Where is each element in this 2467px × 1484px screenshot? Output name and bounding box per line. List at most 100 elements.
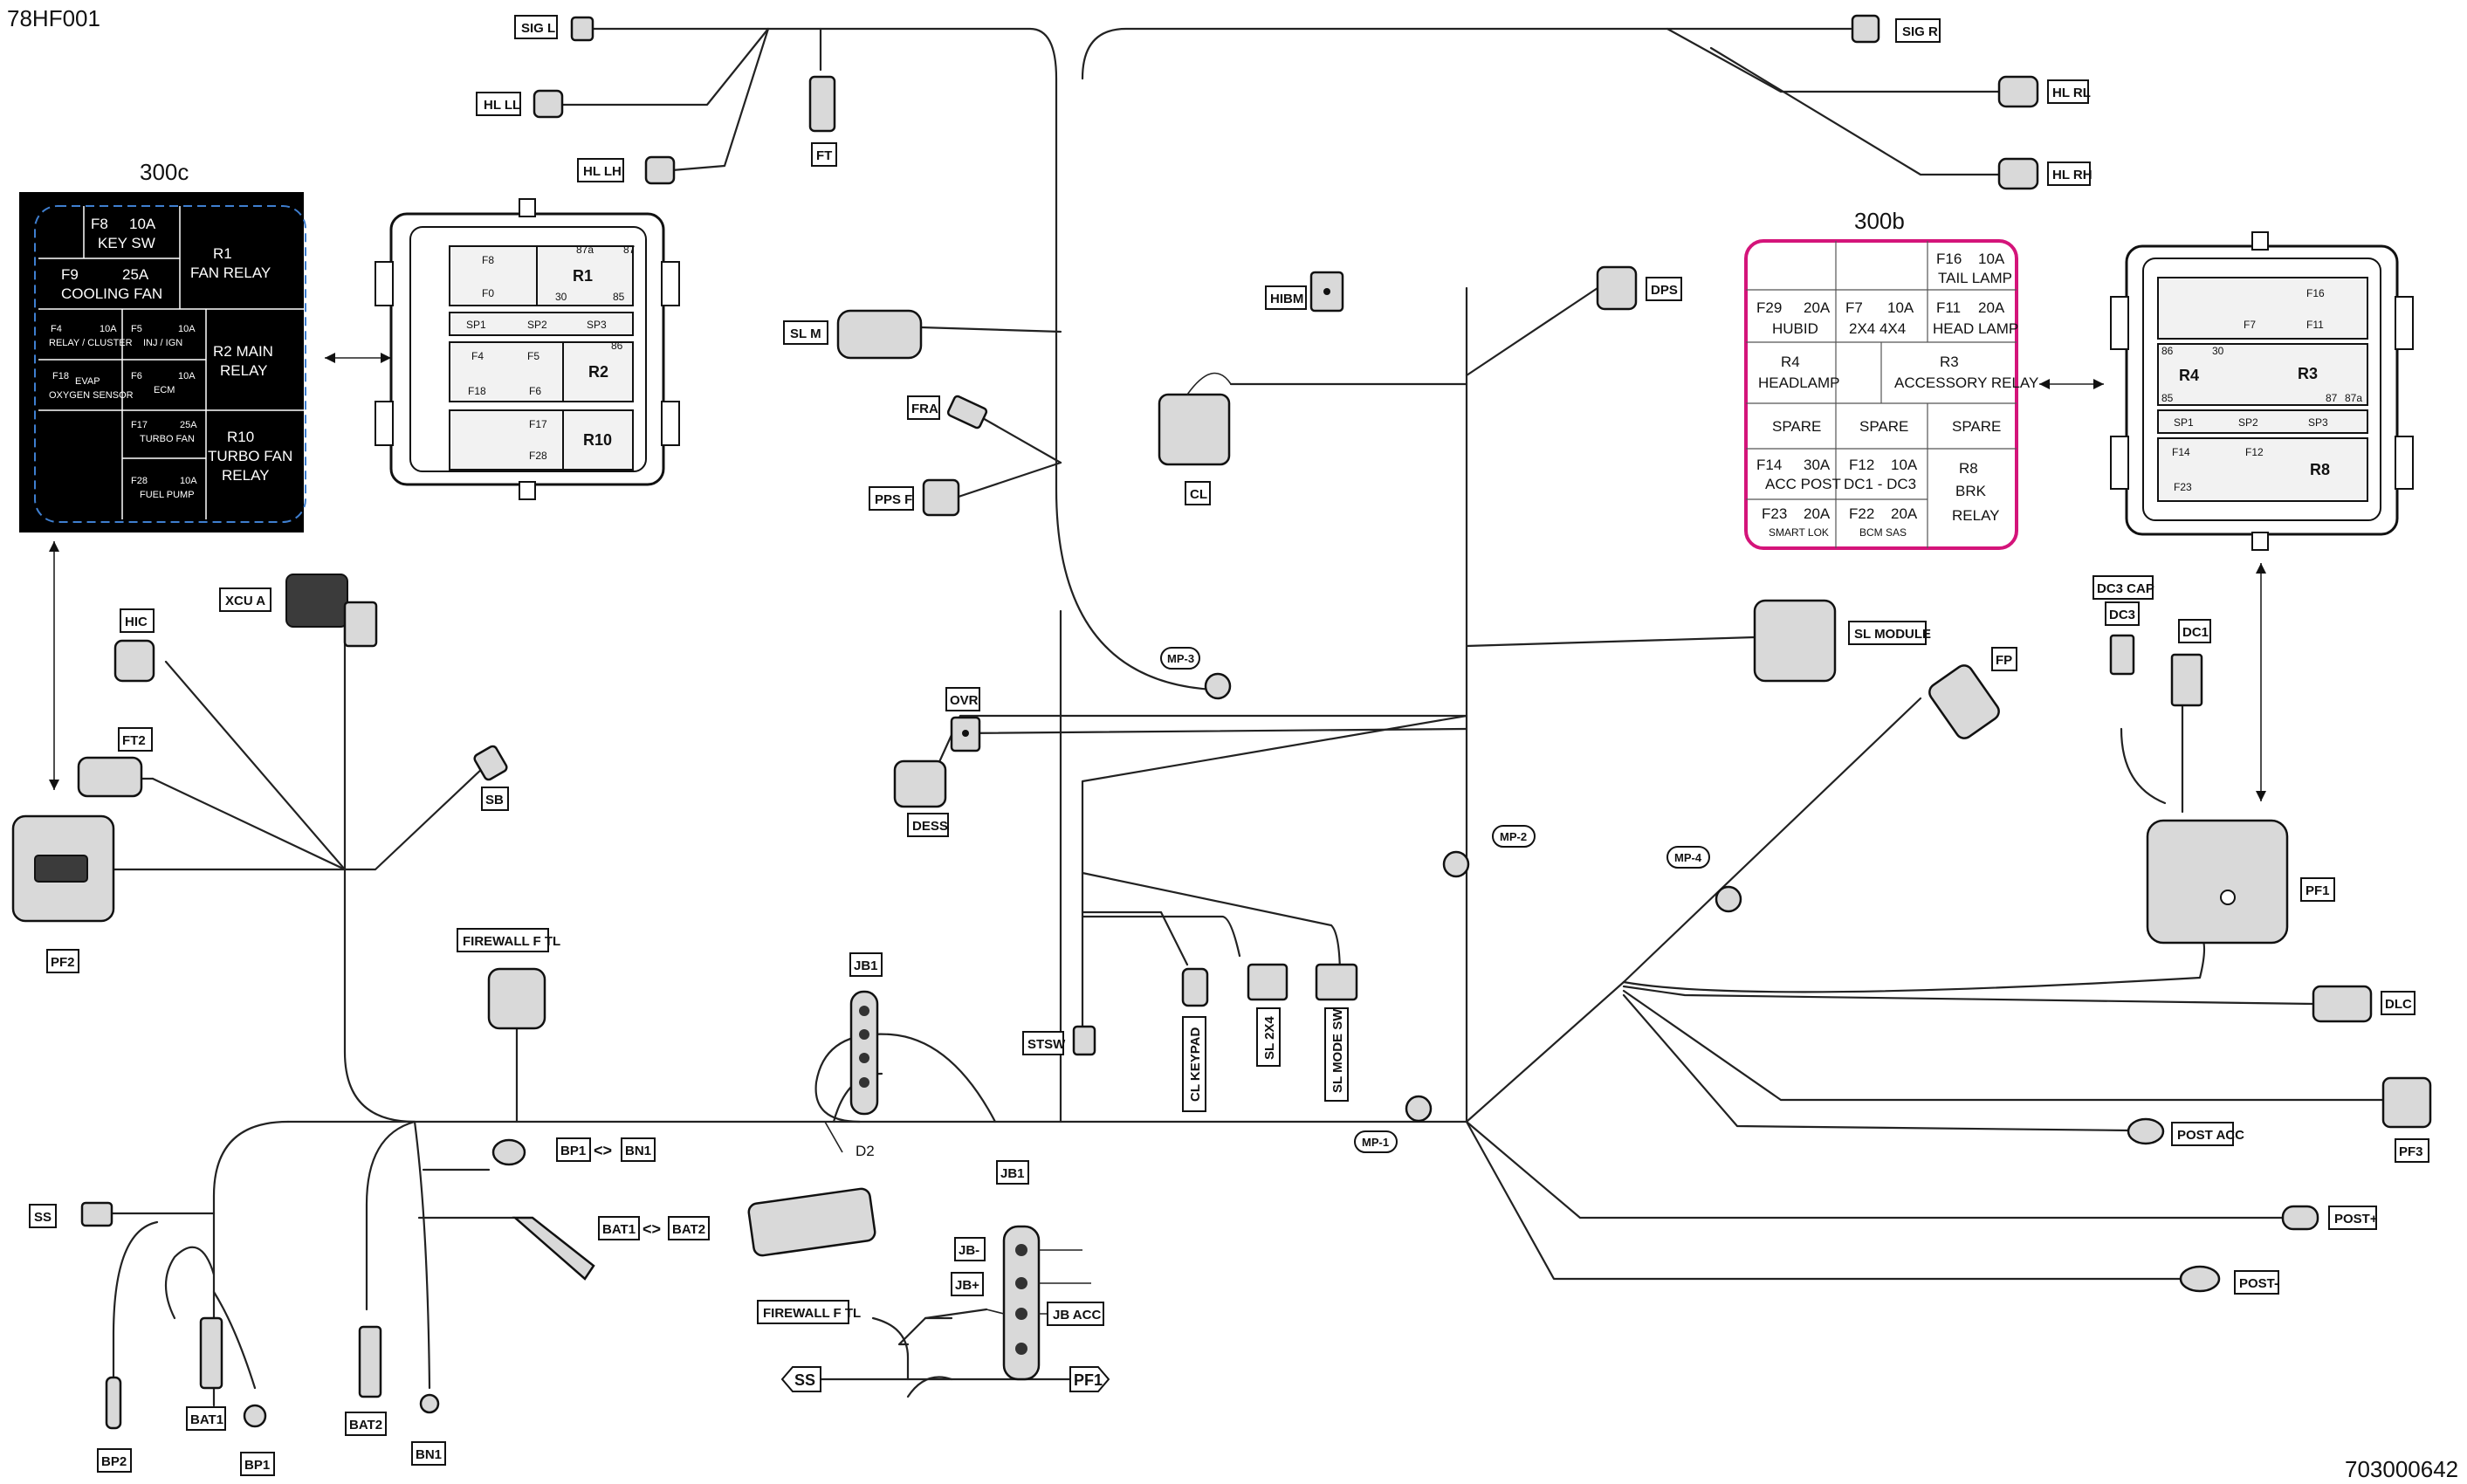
svg-text:F28: F28 bbox=[131, 476, 148, 486]
connector-dps bbox=[1596, 265, 1638, 311]
svg-text:OVR: OVR bbox=[950, 693, 979, 708]
label-jb1-bottom: JB1 bbox=[996, 1160, 1029, 1185]
svg-text:30A: 30A bbox=[1804, 457, 1831, 473]
connector-firewall-f-tl-top bbox=[487, 967, 546, 1030]
fusebox-300b: 300b F16 10A TAIL LAMP F29 20A HUBID F7 … bbox=[1744, 208, 2038, 550]
svg-text:20A: 20A bbox=[1891, 505, 1918, 522]
label-hl-lh: HL LH bbox=[577, 158, 624, 182]
svg-text:F16: F16 bbox=[1936, 251, 1962, 267]
label-hibm: HIBM bbox=[1265, 285, 1307, 310]
connector-bp1 bbox=[491, 1138, 526, 1166]
svg-text:SL 2X4: SL 2X4 bbox=[1262, 1016, 1277, 1060]
svg-text:PF3: PF3 bbox=[2399, 1144, 2423, 1159]
label-jb-minus: JB- bbox=[954, 1237, 986, 1261]
svg-text:KEY SW: KEY SW bbox=[98, 235, 155, 251]
label-dps: DPS bbox=[1646, 277, 1682, 301]
connector-stsw bbox=[1072, 1025, 1096, 1056]
svg-text:F8: F8 bbox=[482, 254, 494, 266]
svg-text:DLC: DLC bbox=[2385, 997, 2412, 1012]
svg-text:DC1: DC1 bbox=[2182, 625, 2209, 640]
svg-text:POST-: POST- bbox=[2239, 1276, 2278, 1291]
svg-text:SP3: SP3 bbox=[2308, 416, 2328, 429]
connector-fra bbox=[946, 395, 988, 429]
svg-text:F11: F11 bbox=[1936, 299, 1961, 316]
svg-text:MP-1: MP-1 bbox=[1362, 1136, 1389, 1149]
connector-hl-rh bbox=[1997, 157, 2039, 190]
link-symbol-bp1-bn1: <> bbox=[594, 1142, 612, 1159]
svg-text:SL MODE SW: SL MODE SW bbox=[1330, 1008, 1345, 1093]
svg-text:R2: R2 bbox=[588, 363, 608, 381]
label-bat2: BAT2 bbox=[345, 1412, 387, 1436]
label-hic: HIC bbox=[120, 608, 155, 633]
svg-text:F8: F8 bbox=[91, 216, 108, 232]
svg-text:DC1 - DC3: DC1 - DC3 bbox=[1844, 476, 1916, 492]
svg-text:BP1: BP1 bbox=[560, 1144, 586, 1158]
connector-hl-ll bbox=[533, 89, 564, 119]
label-bp1: BP1 bbox=[240, 1452, 275, 1476]
svg-text:SIG L: SIG L bbox=[521, 21, 555, 36]
svg-text:PPS F: PPS F bbox=[875, 492, 912, 507]
label-sb: SB bbox=[481, 787, 509, 811]
svg-text:BAT1: BAT1 bbox=[190, 1412, 223, 1427]
svg-text:XCU A: XCU A bbox=[225, 594, 265, 608]
svg-text:DC3: DC3 bbox=[2109, 608, 2135, 622]
svg-text:87: 87 bbox=[623, 244, 636, 256]
svg-text:86: 86 bbox=[2161, 345, 2174, 357]
svg-text:R10: R10 bbox=[227, 429, 254, 445]
svg-text:F23: F23 bbox=[1762, 505, 1787, 522]
diagram-code-bottom-right: 703000642 bbox=[2345, 1456, 2458, 1482]
svg-text:SP2: SP2 bbox=[2238, 416, 2258, 429]
svg-text:87: 87 bbox=[2326, 392, 2338, 404]
connector-pf1 bbox=[2146, 819, 2289, 945]
svg-text:SP2: SP2 bbox=[527, 319, 547, 331]
svg-text:FRA: FRA bbox=[911, 402, 938, 416]
svg-text:JB-: JB- bbox=[959, 1243, 979, 1258]
svg-text:R10: R10 bbox=[583, 431, 612, 449]
mp-label-2: MP-2 bbox=[1492, 825, 1536, 848]
svg-text:F5: F5 bbox=[527, 350, 539, 362]
svg-text:2X4 4X4: 2X4 4X4 bbox=[1849, 320, 1906, 337]
svg-text:10A: 10A bbox=[1887, 299, 1914, 316]
connector-cl bbox=[1158, 393, 1231, 466]
label-dc3-cap: DC3 CAP bbox=[2092, 575, 2154, 600]
svg-text:F18: F18 bbox=[468, 385, 486, 397]
svg-text:OXYGEN SENSOR: OXYGEN SENSOR bbox=[49, 390, 134, 401]
svg-text:F6: F6 bbox=[529, 385, 541, 397]
svg-text:RELAY: RELAY bbox=[1952, 507, 2000, 524]
svg-text:DPS: DPS bbox=[1651, 283, 1678, 298]
svg-text:SP1: SP1 bbox=[466, 319, 486, 331]
svg-text:RELAY: RELAY bbox=[222, 467, 270, 484]
connectors bbox=[11, 14, 2432, 1430]
svg-text:SP3: SP3 bbox=[587, 319, 607, 331]
svg-text:DESS: DESS bbox=[912, 819, 948, 834]
svg-text:SS: SS bbox=[794, 1371, 815, 1389]
svg-text:F23: F23 bbox=[2174, 481, 2192, 493]
label-post-acc: POST ACC bbox=[2171, 1122, 2244, 1146]
svg-text:F22: F22 bbox=[1849, 505, 1874, 522]
label-dc1: DC1 bbox=[2178, 619, 2211, 643]
label-jb-acc: JB ACC bbox=[1047, 1302, 1104, 1326]
label-sl-m: SL M bbox=[783, 320, 828, 345]
fusebox-300c: 300c F8 10A KEY SW F9 25A COOLING FAN R1… bbox=[19, 159, 306, 532]
label-xcu-a: XCU A bbox=[219, 587, 271, 612]
label-pf2: PF2 bbox=[46, 949, 79, 973]
connector-hl-lh bbox=[644, 155, 676, 185]
svg-text:HEADLAMP: HEADLAMP bbox=[1758, 374, 1840, 391]
svg-text:HL RH: HL RH bbox=[2052, 168, 2092, 182]
svg-text:F17: F17 bbox=[131, 420, 148, 430]
connector-bat1-bracket bbox=[512, 1216, 595, 1281]
svg-text:BAT1: BAT1 bbox=[602, 1222, 636, 1237]
svg-text:SP1: SP1 bbox=[2174, 416, 2194, 429]
svg-text:F17: F17 bbox=[529, 418, 547, 430]
label-stsw: STSW bbox=[1022, 1031, 1066, 1055]
svg-text:SL MODULE: SL MODULE bbox=[1854, 627, 1931, 642]
label-firewall-f-tl-bottom: FIREWALL F TL bbox=[757, 1300, 861, 1324]
svg-text:85: 85 bbox=[613, 291, 625, 303]
label-dc3: DC3 bbox=[2105, 601, 2140, 626]
svg-text:30: 30 bbox=[555, 291, 567, 303]
svg-text:HIC: HIC bbox=[125, 615, 148, 629]
connector-ft2 bbox=[77, 756, 143, 798]
svg-text:R1: R1 bbox=[213, 245, 232, 262]
svg-text:10A: 10A bbox=[129, 216, 156, 232]
connector-sb bbox=[473, 745, 508, 781]
